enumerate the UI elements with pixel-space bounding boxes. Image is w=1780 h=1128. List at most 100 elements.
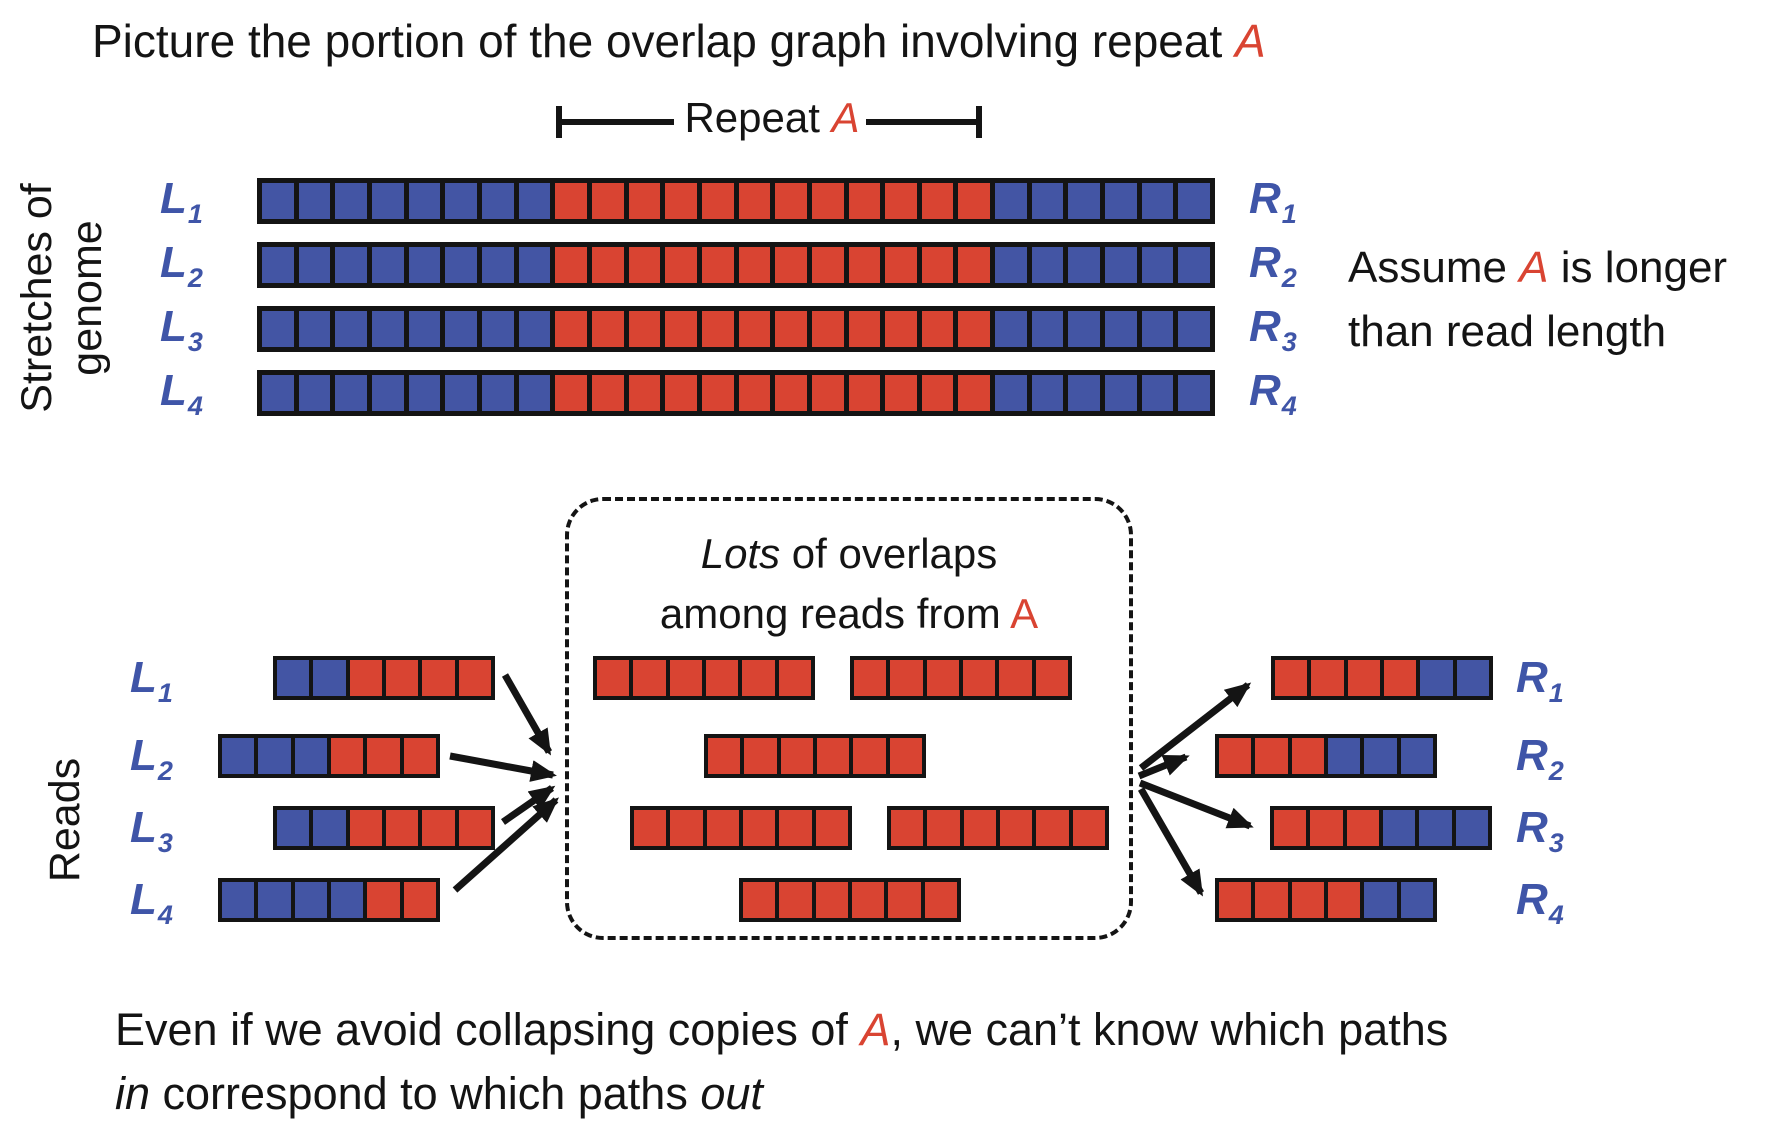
red-square (921, 247, 954, 283)
segment-label: L4 (130, 875, 173, 931)
blue-square (262, 375, 294, 411)
segment-label-letter: R (1516, 875, 1548, 924)
blue-square (408, 247, 441, 283)
segment-label-subscript: 3 (1281, 326, 1297, 357)
blue-square (298, 183, 331, 219)
bottom-note-line1: Even if we avoid collapsing copies of A,… (115, 998, 1448, 1062)
red-square (1291, 738, 1324, 774)
genome-strip (257, 242, 1215, 288)
blue-square (294, 882, 327, 918)
blue-square (1456, 660, 1489, 696)
segment-label-subscript: 2 (187, 262, 203, 293)
segment-label-subscript: 4 (1548, 900, 1564, 930)
red-square (851, 882, 885, 918)
red-square (706, 810, 739, 846)
blue-square (294, 738, 327, 774)
blue-square (1364, 738, 1397, 774)
segment-label-subscript: 4 (187, 390, 203, 421)
red-square (779, 882, 812, 918)
segment-label: L1 (130, 656, 173, 709)
blue-square (1141, 183, 1174, 219)
blue-square (313, 660, 346, 696)
overlaps-box-title-line1: Lots of overlaps (565, 524, 1133, 584)
segment-label: R1 (1249, 176, 1297, 229)
red-square (555, 183, 587, 219)
blue-square (995, 247, 1027, 283)
blue-square (518, 247, 551, 283)
segment-label-letter: R (1516, 731, 1548, 780)
text-run: A (1235, 15, 1266, 67)
red-square (708, 738, 741, 774)
red-square (701, 183, 734, 219)
blue-square (222, 882, 255, 918)
blue-square (262, 247, 294, 283)
red-square (591, 375, 624, 411)
red-square (848, 247, 881, 283)
red-square (1036, 810, 1069, 846)
blue-square (1031, 311, 1064, 347)
read-strip (850, 656, 1072, 700)
blue-square (335, 247, 367, 283)
read-strip (1271, 656, 1493, 700)
blue-square (1105, 375, 1137, 411)
segment-label-subscript: 1 (1281, 198, 1297, 229)
segment-label: L3 (130, 806, 173, 859)
red-square (628, 311, 661, 347)
red-square (885, 183, 917, 219)
blue-square (222, 738, 255, 774)
blue-square (408, 183, 441, 219)
red-square (422, 660, 455, 696)
text-run: Repeat (684, 94, 832, 141)
overlaps-box-title: Lots of overlaps among reads from A (565, 524, 1133, 644)
segment-label: R2 (1516, 731, 1564, 787)
segment-label-letter: R (1249, 301, 1281, 351)
red-square (367, 882, 400, 918)
red-square (1327, 882, 1361, 918)
red-square (701, 311, 734, 347)
blue-square (313, 810, 346, 846)
red-square (1072, 810, 1105, 846)
blue-square (408, 311, 441, 347)
red-square (738, 247, 771, 283)
read-strip (593, 656, 815, 700)
red-square (779, 810, 812, 846)
red-square (926, 660, 959, 696)
red-square (921, 311, 954, 347)
red-square (367, 738, 400, 774)
blue-square (1031, 375, 1064, 411)
red-square (889, 738, 922, 774)
segment-label: R1 (1516, 656, 1564, 709)
red-square (811, 183, 844, 219)
red-square (744, 738, 777, 774)
text-run: A (831, 94, 860, 141)
red-square (848, 375, 881, 411)
blue-square (518, 183, 551, 219)
segment-label-subscript: 3 (157, 828, 173, 858)
genome-row: L3 R3 (160, 304, 1297, 357)
blue-square (298, 311, 331, 347)
red-square (921, 375, 954, 411)
red-square (403, 882, 436, 918)
segment-label: L3 (160, 304, 257, 357)
genome-strip (257, 178, 1215, 224)
red-square (962, 660, 996, 696)
red-square (665, 183, 697, 219)
red-square (958, 183, 991, 219)
blue-square (371, 311, 404, 347)
blue-square (995, 311, 1027, 347)
red-square (458, 660, 491, 696)
segment-label-subscript: 3 (1548, 828, 1564, 858)
red-square (1383, 660, 1417, 696)
blue-square (1105, 311, 1137, 347)
segment-label-letter: L (130, 731, 157, 780)
segment-label-letter: L (130, 875, 157, 924)
red-square (555, 375, 587, 411)
text-run: than read length (1348, 307, 1667, 356)
segment-label-subscript: 2 (1548, 756, 1564, 786)
read-strip (1215, 734, 1437, 778)
blue-square (1455, 810, 1488, 846)
red-square (701, 247, 734, 283)
segment-label-letter: L (160, 365, 187, 415)
